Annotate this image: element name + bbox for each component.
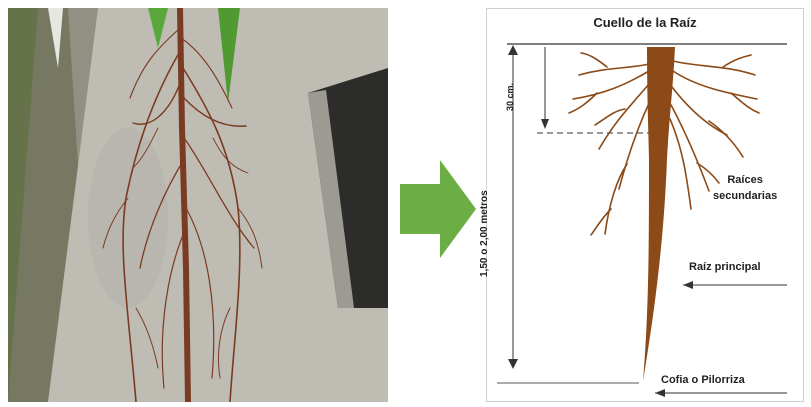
root-cap-label: Cofia o Pilorriza: [661, 374, 745, 386]
arrow-right-icon: [400, 160, 476, 258]
main-root-label: Raíz principal: [689, 261, 761, 273]
depth-range-label: 1,50 o 2,00 metros: [479, 190, 490, 277]
root-diagram: Cuello de la Raíz 30 cm. 1,50 o 2,00 met…: [486, 8, 804, 402]
depth-label: 30 cm.: [505, 83, 515, 111]
diagram-title: Cuello de la Raíz: [487, 15, 803, 30]
root-photograph: [8, 8, 388, 402]
